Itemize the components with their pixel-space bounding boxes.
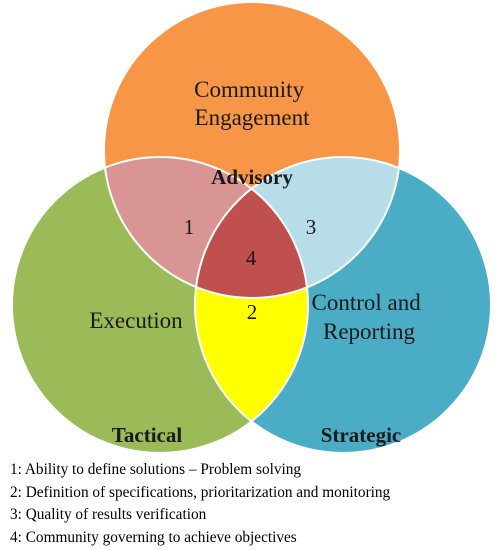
community-engagement-title-line1: Community [194, 77, 304, 102]
control-reporting-title-line1: Control and [312, 290, 422, 315]
legend: 1: Ability to define solutions – Problem… [10, 459, 500, 549]
venn-diagram: Community Engagement Advisory Execution … [11, 1, 492, 454]
legend-item-1: 1: Ability to define solutions – Problem… [10, 461, 302, 478]
community-engagement-title-line2: Engagement [195, 105, 311, 130]
right-circle-outline [194, 156, 492, 454]
region-1-number: 1 [184, 215, 195, 239]
top-circle-outline [103, 1, 401, 299]
strategic-label: Strategic [321, 423, 401, 447]
legend-item-2: 2: Definition of specifications, priorit… [10, 483, 391, 501]
legend-item-3: 3: Quality of results verification [10, 506, 207, 523]
community-engagement-title: Community Engagement [194, 77, 310, 130]
region-2-number: 2 [247, 300, 258, 324]
region-3-number: 3 [306, 215, 317, 239]
advisory-label: Advisory [211, 165, 293, 189]
control-reporting-title: Control and Reporting [312, 290, 427, 344]
control-reporting-title-line2: Reporting [323, 319, 415, 344]
execution-title: Execution [89, 308, 183, 333]
legend-item-4: 4: Community governing to achieve object… [10, 528, 297, 546]
tactical-label: Tactical [112, 423, 183, 447]
left-circle-outline [11, 156, 309, 454]
overlap-4-region [195, 157, 308, 298]
region-4-number: 4 [246, 246, 257, 270]
